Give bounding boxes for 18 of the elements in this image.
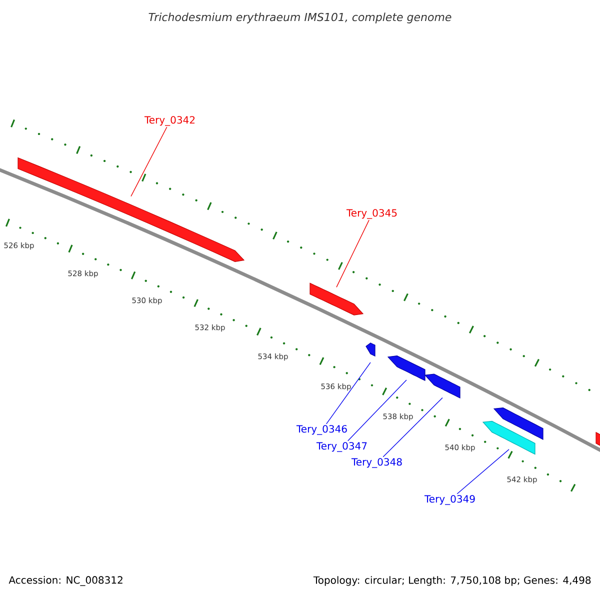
gene-label: Tery_0346 [296, 425, 347, 435]
gene-label: Tery_0342 [144, 116, 195, 126]
gene-label: Tery_0345 [346, 209, 397, 219]
leader-line [130, 126, 168, 197]
gene-bar [366, 342, 376, 357]
leader-line [336, 220, 370, 288]
leader-line [348, 380, 407, 442]
leader-line [382, 397, 443, 458]
gene-bar [310, 282, 364, 316]
genome-info-text: Topology: circular; Length: 7,750,108 bp; Genes: 4,498 [313, 576, 591, 586]
leader-line [326, 362, 371, 424]
title: Trichodesmium erythraeum IMS101, complete genome [148, 12, 452, 24]
gene-label: Tery_0347 [316, 442, 367, 452]
leader-line [456, 449, 510, 494]
gene-bar [18, 157, 245, 262]
accession-text: Accession: NC_008312 [8, 576, 122, 586]
gene-label: Tery_0348 [351, 458, 402, 468]
gene-label: Tery_0349 [424, 495, 475, 505]
